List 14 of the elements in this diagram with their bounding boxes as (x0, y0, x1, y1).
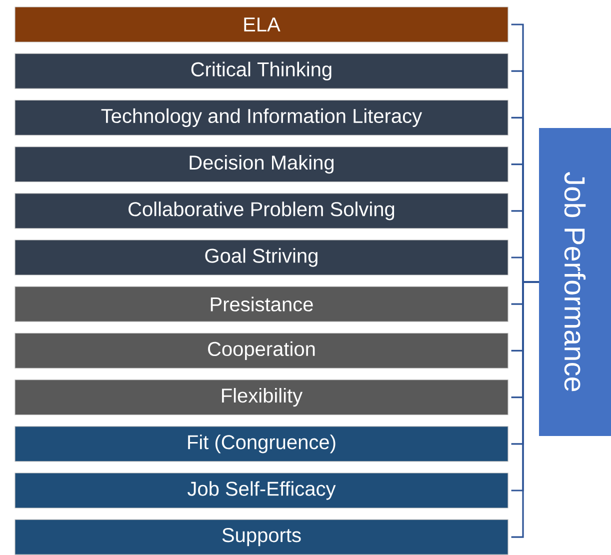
outcome-box: Job Performance (539, 128, 611, 436)
skill-bar: Collaborative Problem Solving (14, 193, 508, 229)
skill-bar: Decision Making (14, 146, 508, 182)
skill-bar: Critical Thinking (14, 53, 508, 89)
skill-bar: Job Self-Efficacy (14, 472, 508, 508)
skill-bar: Presistance (14, 286, 508, 322)
skill-bar: Cooperation (14, 332, 508, 368)
skill-bar: Supports (14, 519, 508, 555)
skill-bar: Goal Striving (14, 240, 508, 276)
skill-bar: Flexibility (14, 380, 508, 416)
skill-bar: Fit (Congruence) (14, 426, 508, 462)
skill-bar: Technology and Information Literacy (14, 100, 508, 136)
bracket-connector (511, 281, 539, 538)
skill-bar: ELA (14, 6, 508, 42)
